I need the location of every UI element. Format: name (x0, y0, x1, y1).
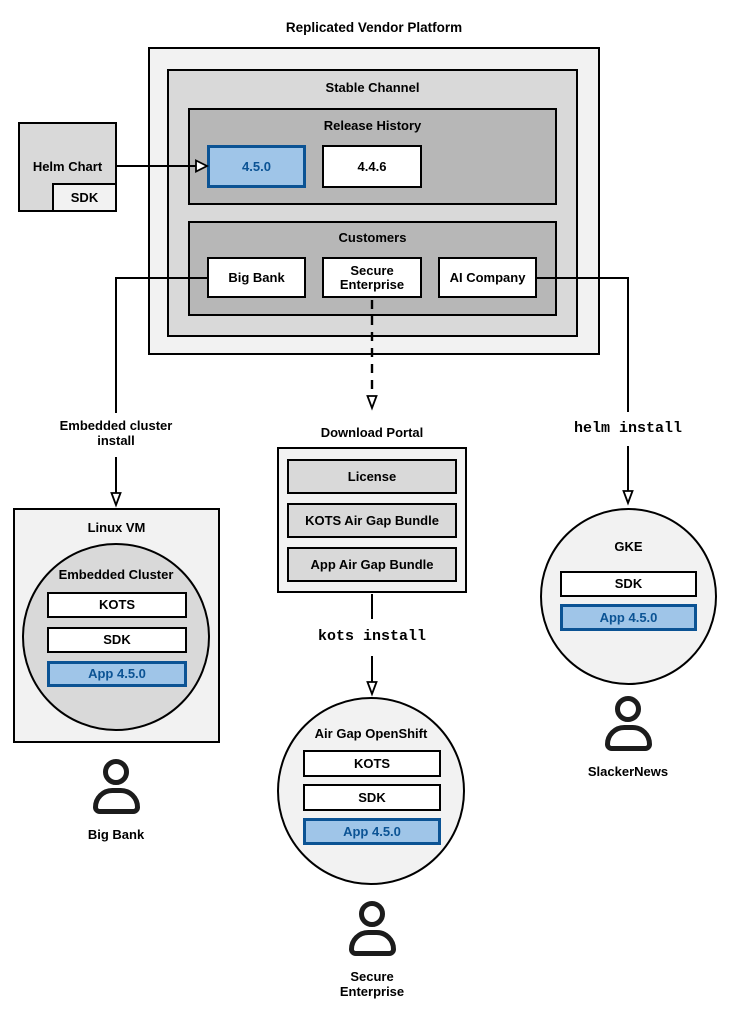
gke-app-box: App 4.5.0 (560, 604, 697, 631)
embedded-install-arrow-label: Embedded cluster install (59, 418, 173, 448)
customer-secure-enterprise: Secure Enterprise (322, 257, 422, 298)
linux-vm-kots-box: KOTS (47, 592, 187, 618)
slackernews-user-label: SlackerNews (587, 764, 669, 779)
customer-ai-company: AI Company (438, 257, 537, 298)
helm-chart-label: Helm Chart (32, 159, 103, 174)
kots-airgap-bundle-box: KOTS Air Gap Bundle (287, 503, 457, 538)
linux-vm-sdk-box: SDK (47, 627, 187, 653)
person-icon-body (604, 725, 652, 751)
customer-big-bank: Big Bank (207, 257, 306, 298)
person-icon (615, 696, 641, 722)
secure-enterprise-user: Secure Enterprise (332, 901, 412, 999)
download-portal-label: Download Portal (320, 425, 424, 440)
person-icon (359, 901, 385, 927)
secure-enterprise-user-label: Secure Enterprise (339, 969, 405, 999)
linux-vm-label: Linux VM (87, 520, 146, 535)
openshift-app-box: App 4.5.0 (303, 818, 441, 845)
person-icon (103, 759, 129, 785)
linux-vm-app-box: App 4.5.0 (47, 661, 187, 687)
person-icon-body (92, 788, 140, 814)
openshift-kots-box: KOTS (303, 750, 441, 777)
release-4-5-0: 4.5.0 (207, 145, 306, 188)
big-bank-user: Big Bank (76, 759, 156, 842)
slackernews-user: SlackerNews (578, 696, 678, 779)
license-box: License (287, 459, 457, 494)
release-4-4-6: 4.4.6 (322, 145, 422, 188)
app-airgap-bundle-box: App Air Gap Bundle (287, 547, 457, 582)
embedded-cluster-label: Embedded Cluster (58, 567, 174, 582)
airgap-openshift-label: Air Gap OpenShift (314, 726, 428, 741)
helm-chart-sdk-box: SDK (52, 183, 117, 212)
gke-label: GKE (614, 539, 643, 554)
big-bank-user-label: Big Bank (87, 827, 145, 842)
customers-label: Customers (338, 230, 407, 245)
openshift-sdk-box: SDK (303, 784, 441, 811)
release-history-label: Release History (323, 118, 422, 133)
gke-sdk-box: SDK (560, 571, 697, 597)
kots-install-arrow-label: kots install (317, 628, 427, 645)
stable-channel-label: Stable Channel (325, 80, 420, 95)
person-icon-body (348, 930, 396, 956)
diagram-title: Replicated Vendor Platform (285, 20, 463, 35)
helm-install-arrow-label: helm install (573, 420, 683, 437)
